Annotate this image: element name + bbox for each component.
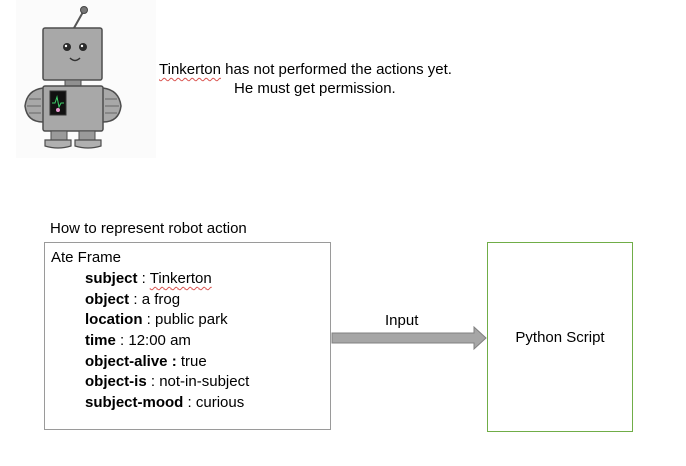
slot-key: time xyxy=(85,332,116,350)
slot-separator: : xyxy=(146,373,160,391)
frame-slot: location : public park xyxy=(85,310,249,331)
slot-key: object-alive : xyxy=(85,352,177,370)
section-heading: How to represent robot action xyxy=(50,220,247,237)
slot-value: not-in-subject xyxy=(159,373,250,391)
caption-line-1-rest: has not performed the actions yet. xyxy=(220,61,452,78)
frame-title: Ate Frame xyxy=(51,249,122,266)
slot-value: curious xyxy=(195,394,245,412)
robot-caption: Tinkerton has not performed the actions … xyxy=(159,60,519,98)
frame-slot-list: subject : Tinkerton object : a frog loca… xyxy=(85,269,249,414)
frame-slot: object-alive : true xyxy=(85,352,249,373)
slot-key: subject xyxy=(85,270,138,287)
slot-value: Tinkerton xyxy=(149,270,212,287)
slot-separator: : xyxy=(115,332,129,350)
arrow-label: Input xyxy=(385,312,419,329)
slot-separator: : xyxy=(142,311,156,329)
slot-separator: : xyxy=(137,270,150,287)
frame-slot: object-is : not-in-subject xyxy=(85,372,249,393)
python-script-label: Python Script xyxy=(515,329,605,346)
slot-separator: : xyxy=(129,290,142,308)
input-arrow xyxy=(331,326,487,351)
robot-icon xyxy=(24,6,122,149)
caption-line-1: Tinkerton has not performed the actions … xyxy=(159,60,519,79)
python-script-box: Python Script xyxy=(487,242,633,432)
arrow-shape xyxy=(331,326,487,351)
slot-key: object-is xyxy=(85,373,147,391)
slot-value: 12:00 am xyxy=(128,332,191,350)
robot-illustration xyxy=(16,0,156,158)
slot-separator: : xyxy=(183,394,196,412)
frame-slot: object : a frog xyxy=(85,290,249,311)
frame-slot: subject-mood : curious xyxy=(85,393,249,414)
frame-slot: subject : Tinkerton xyxy=(85,269,249,290)
frame-slot: time : 12:00 am xyxy=(85,331,249,352)
slot-value: true xyxy=(180,352,207,370)
slot-key: location xyxy=(85,311,143,329)
slot-value: a frog xyxy=(141,290,181,308)
slot-key: object xyxy=(85,290,130,308)
ate-frame-box: Ate Frame subject : Tinkerton object : a… xyxy=(44,242,331,430)
slot-value: public park xyxy=(155,311,228,329)
slot-key: subject-mood xyxy=(85,394,184,412)
robot-name: Tinkerton xyxy=(159,61,221,78)
caption-line-2: He must get permission. xyxy=(234,80,396,97)
